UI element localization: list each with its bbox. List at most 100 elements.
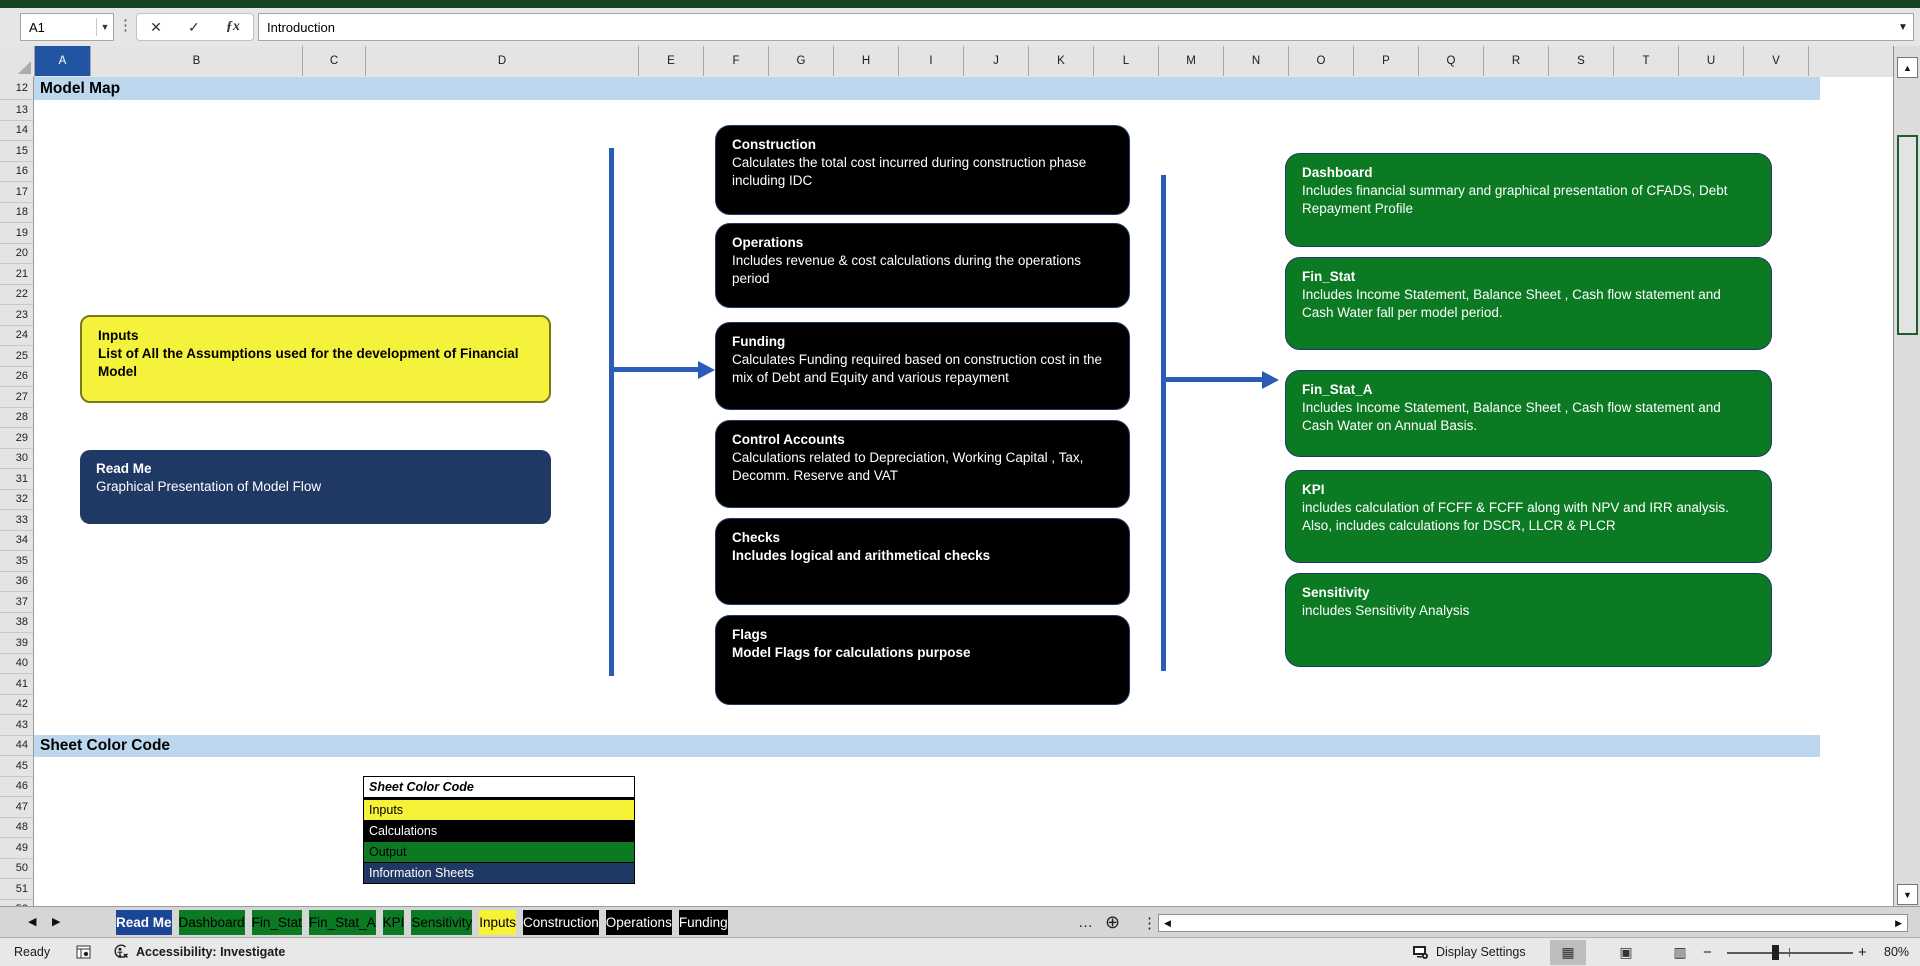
row-header-25[interactable]: 25 (0, 346, 33, 367)
row-header-49[interactable]: 49 (0, 838, 33, 859)
row-header-20[interactable]: 20 (0, 244, 33, 264)
tab-bar-menu-icon[interactable]: ⋮ (1142, 914, 1157, 932)
row-header-31[interactable]: 31 (0, 469, 33, 490)
row-header-24[interactable]: 24 (0, 326, 33, 346)
next-sheet-icon[interactable]: ▶ (52, 916, 61, 928)
column-header-C[interactable]: C (303, 46, 366, 76)
row-header-22[interactable]: 22 (0, 285, 33, 305)
row-header-15[interactable]: 15 (0, 141, 33, 162)
accessibility-icon[interactable] (112, 938, 129, 966)
sheet-tab-kpi[interactable]: KPI (382, 910, 405, 935)
insert-function-icon[interactable]: ƒx (225, 19, 240, 34)
row-header-21[interactable]: 21 (0, 264, 33, 285)
horizontal-scrollbar[interactable]: ◀ ▶ (1158, 914, 1908, 932)
prev-sheet-icon[interactable]: ◀ (28, 916, 37, 928)
row-header-51[interactable]: 51 (0, 879, 33, 900)
column-header-U[interactable]: U (1679, 46, 1744, 76)
zoom-in-icon[interactable]: + (1858, 943, 1867, 961)
zoom-slider-track[interactable] (1727, 952, 1853, 954)
row-header-26[interactable]: 26 (0, 367, 33, 387)
row-header-27[interactable]: 27 (0, 387, 33, 408)
row-header-42[interactable]: 42 (0, 695, 33, 715)
row-header-36[interactable]: 36 (0, 572, 33, 592)
row-header-16[interactable]: 16 (0, 162, 33, 182)
sheet-tab-construction[interactable]: Construction (522, 910, 599, 935)
sheet-tab-dashboard[interactable]: Dashboard (178, 910, 245, 935)
tab-overflow-ellipsis[interactable]: … (1078, 914, 1093, 931)
display-settings-icon[interactable] (1412, 938, 1429, 966)
row-header-28[interactable]: 28 (0, 408, 33, 428)
column-header-V[interactable]: V (1744, 46, 1809, 76)
column-header-B[interactable]: B (91, 46, 303, 76)
column-header-J[interactable]: J (964, 46, 1029, 76)
name-box-dropdown-icon[interactable]: ▼ (100, 22, 110, 32)
page-layout-view-icon[interactable]: ▣ (1619, 944, 1633, 960)
row-header-45[interactable]: 45 (0, 756, 33, 777)
row-header-17[interactable]: 17 (0, 182, 33, 203)
column-header-D[interactable]: D (366, 46, 639, 76)
column-header-I[interactable]: I (899, 46, 964, 76)
vertical-scrollbar-thumb[interactable] (1897, 135, 1918, 335)
row-header-37[interactable]: 37 (0, 592, 33, 613)
row-header-44[interactable]: 44 (0, 736, 33, 756)
formula-bar-expand-icon[interactable]: ▼ (1898, 21, 1908, 33)
row-header-29[interactable]: 29 (0, 428, 33, 449)
row-header-30[interactable]: 30 (0, 449, 33, 469)
sheet-tab-sensitivity[interactable]: Sensitivity (411, 910, 473, 935)
row-header-46[interactable]: 46 (0, 777, 33, 797)
row-header-52[interactable]: 52 (0, 900, 33, 906)
column-header-T[interactable]: T (1614, 46, 1679, 76)
scroll-down-icon[interactable]: ▼ (1897, 884, 1918, 905)
sheet-tab-operations[interactable]: Operations (605, 910, 672, 935)
sheet-tab-read-me[interactable]: Read Me (116, 910, 172, 935)
new-sheet-icon[interactable]: ⊕ (1105, 912, 1121, 932)
column-header-E[interactable]: E (639, 46, 704, 76)
column-header-Q[interactable]: Q (1419, 46, 1484, 76)
scroll-right-icon[interactable]: ▶ (1895, 917, 1902, 928)
row-header-23[interactable]: 23 (0, 305, 33, 326)
column-header-N[interactable]: N (1224, 46, 1289, 76)
row-header-43[interactable]: 43 (0, 715, 33, 736)
zoom-level[interactable]: 80% (1884, 945, 1910, 959)
row-header-35[interactable]: 35 (0, 551, 33, 572)
row-header-41[interactable]: 41 (0, 674, 33, 695)
row-header-40[interactable]: 40 (0, 654, 33, 674)
column-header-R[interactable]: R (1484, 46, 1549, 76)
column-header-M[interactable]: M (1159, 46, 1224, 76)
column-header-K[interactable]: K (1029, 46, 1094, 76)
zoom-out-icon[interactable]: − (1703, 943, 1712, 961)
scroll-left-icon[interactable]: ◀ (1164, 917, 1171, 928)
formula-bar-options-icon[interactable]: ⋮ (118, 17, 133, 34)
sheet-tab-inputs[interactable]: Inputs (479, 910, 516, 935)
row-header-39[interactable]: 39 (0, 633, 33, 654)
row-header-47[interactable]: 47 (0, 797, 33, 818)
zoom-slider-thumb[interactable] (1772, 945, 1779, 960)
row-header-12[interactable]: 12 (0, 77, 33, 100)
row-header-32[interactable]: 32 (0, 490, 33, 510)
name-box[interactable]: A1 ▼ (20, 13, 114, 41)
macro-record-icon[interactable] (76, 938, 91, 966)
row-header-48[interactable]: 48 (0, 818, 33, 838)
column-header-H[interactable]: H (834, 46, 899, 76)
row-header-18[interactable]: 18 (0, 203, 33, 223)
vertical-scrollbar[interactable]: ▲ ▼ (1893, 46, 1920, 937)
display-settings-label[interactable]: Display Settings (1436, 945, 1526, 959)
select-all-button[interactable] (0, 46, 35, 77)
row-header-38[interactable]: 38 (0, 613, 33, 633)
cancel-entry-icon[interactable]: ✕ (150, 18, 162, 35)
sheet-tab-fin_stat_a[interactable]: Fin_Stat_A (308, 910, 376, 935)
row-header-19[interactable]: 19 (0, 223, 33, 244)
row-header-33[interactable]: 33 (0, 510, 33, 531)
column-header-P[interactable]: P (1354, 46, 1419, 76)
